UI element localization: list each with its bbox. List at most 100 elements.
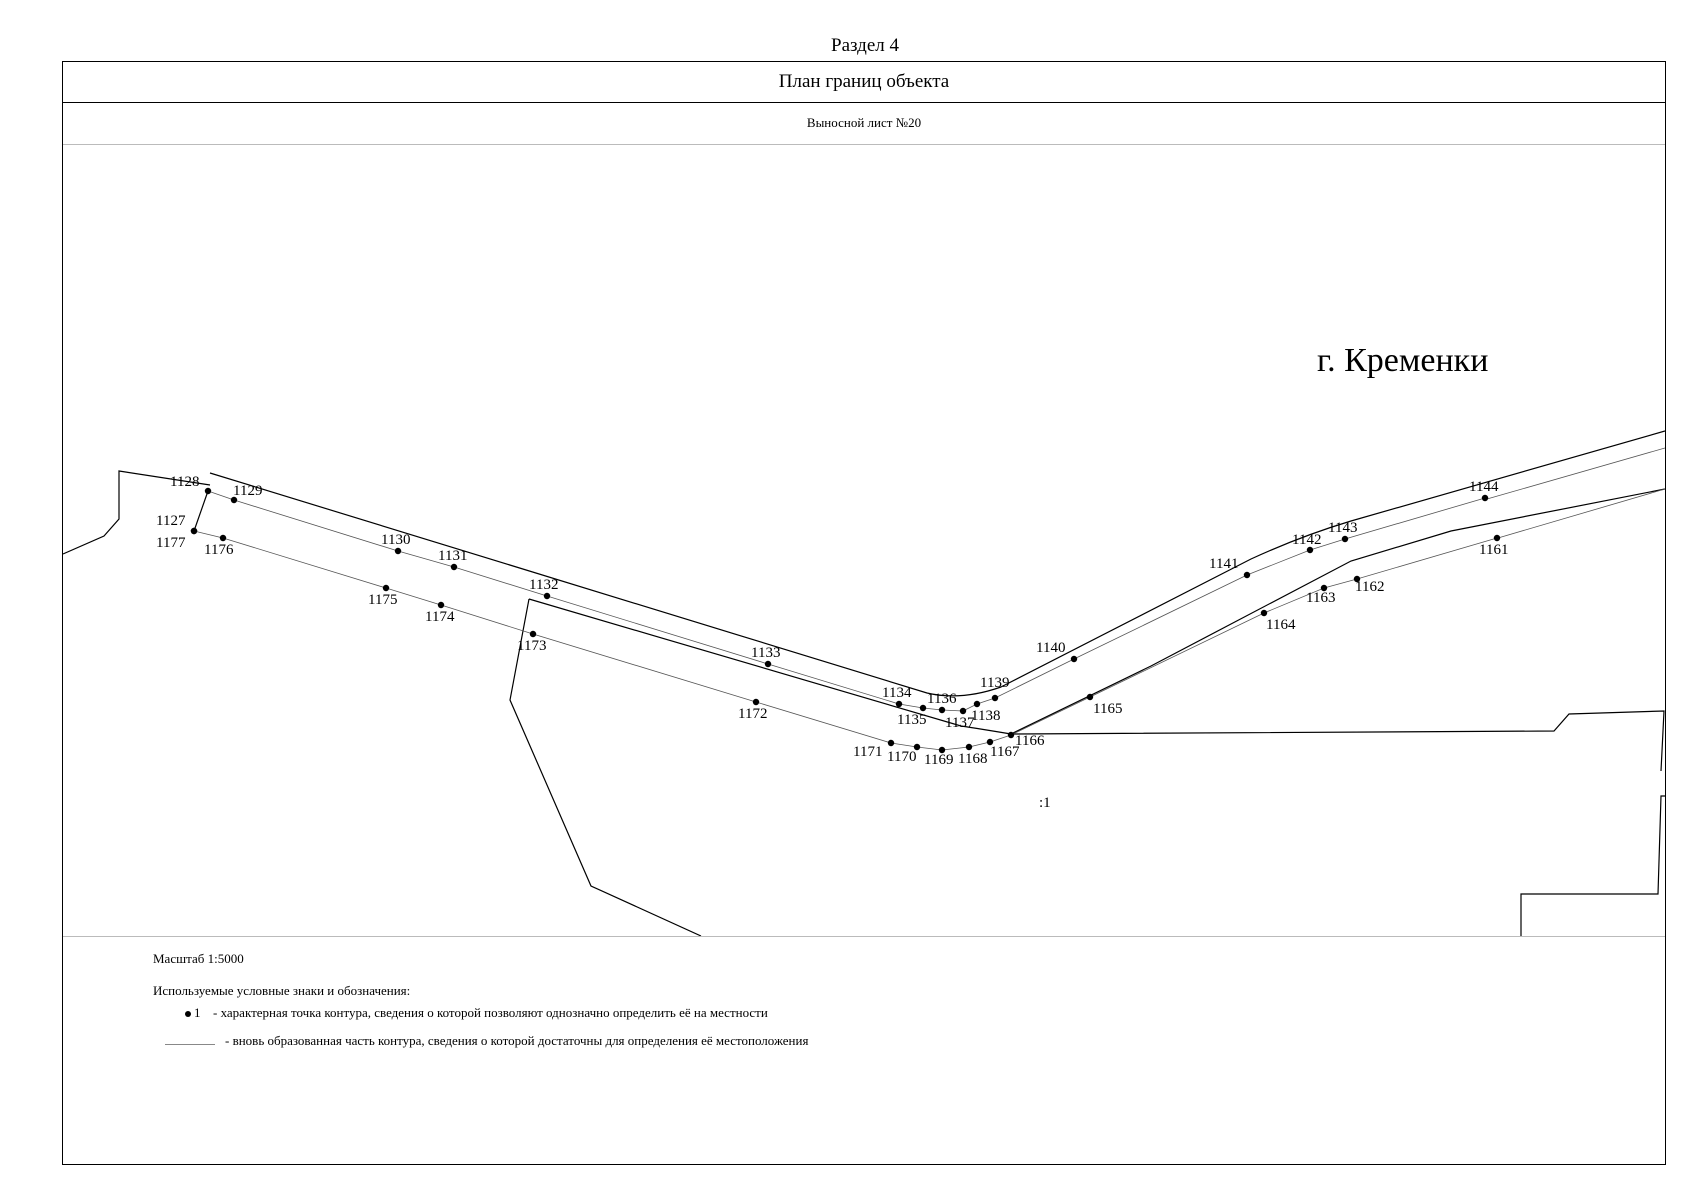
road-inner-boundary [528, 488, 1665, 735]
adjacent-parcel-left [63, 470, 211, 555]
legend-line-row: - вновь образованная часть контура, свед… [123, 1033, 825, 1049]
point-1139-dot [991, 694, 999, 702]
point-1174-dot [437, 601, 445, 609]
adjacent-parcel-right [1010, 710, 1665, 772]
point-1163-label: 1163 [1306, 590, 1335, 606]
road-outer-boundary [209, 430, 1665, 697]
sheet-frame: План границ объекта Выносной лист №20 г.… [62, 61, 1666, 1165]
point-1176-dot [219, 534, 227, 542]
sheet-number: Выносной лист №20 [63, 103, 1665, 145]
point-1171-label: 1171 [853, 744, 882, 760]
point-1162-label: 1162 [1355, 579, 1384, 595]
point-1167-label: 1167 [990, 744, 1020, 760]
boundary-map: г. Кременки :1 1127112811291130113111321… [63, 342, 1665, 936]
point-dot-icon [185, 1011, 191, 1018]
point-1134-dot [895, 700, 903, 708]
point-1136-dot [938, 706, 946, 714]
city-label: г. Кременки [1317, 342, 1488, 379]
point-1166-dot [1007, 731, 1015, 739]
point-1168-label: 1168 [958, 751, 987, 767]
new-contour-lower [193, 530, 1498, 751]
legend-line-description: - вновь образованная часть контура, свед… [225, 1033, 809, 1048]
contour-end-left [193, 490, 209, 532]
point-1133-dot [764, 660, 772, 668]
point-1141-dot [1243, 571, 1251, 579]
point-1138-label: 1138 [971, 708, 1000, 724]
legend-line-symbol [123, 1033, 225, 1049]
point-1144-dot [1481, 494, 1489, 502]
point-1130-dot [394, 547, 402, 555]
point-1177-dot [190, 527, 198, 535]
point-1168-dot [965, 743, 973, 751]
point-1143-label: 1143 [1328, 520, 1357, 536]
contour-end-upper-right [1486, 447, 1665, 500]
point-1173-label: 1173 [517, 638, 546, 654]
point-1127-label: 1127 [156, 513, 186, 529]
point-1135-dot [919, 704, 927, 712]
point-1169-dot [938, 746, 946, 754]
point-1172-label: 1172 [738, 706, 767, 722]
point-1144-label: 1144 [1469, 479, 1499, 495]
point-1137-dot [959, 707, 967, 715]
section-label: Раздел 4 [831, 35, 899, 56]
parcel-label: :1 [1039, 795, 1051, 811]
point-1135-label: 1135 [897, 712, 926, 728]
point-1128-dot [204, 487, 212, 495]
point-1136-label: 1136 [927, 691, 957, 707]
point-1170-label: 1170 [887, 749, 916, 765]
point-1129-label: 1129 [233, 483, 262, 499]
point-1170-dot [913, 743, 921, 751]
adjacent-parcel-center [509, 598, 702, 936]
point-1164-label: 1164 [1266, 617, 1296, 633]
legend-point-description: - характерная точка контура, сведения о … [213, 1005, 768, 1020]
point-1131-dot [450, 563, 458, 571]
point-1140-label: 1140 [1036, 640, 1065, 656]
point-1161-dot [1493, 534, 1501, 542]
point-1175-label: 1175 [368, 592, 397, 608]
point-1164-dot [1260, 609, 1268, 617]
scale-label: Масштаб 1:5000 [153, 951, 244, 966]
point-1140-dot [1070, 655, 1078, 663]
legend-point-symbol: 1 [123, 1005, 213, 1021]
point-1138-dot [973, 700, 981, 708]
point-1167-dot [986, 738, 994, 746]
legend-title: Используемые условные знаки и обозначени… [153, 983, 411, 998]
point-1131-label: 1131 [438, 548, 467, 564]
adjacent-parcel-corner [1520, 795, 1665, 936]
point-1161-label: 1161 [1479, 542, 1508, 558]
point-1177-label: 1177 [156, 535, 186, 551]
characteristic-points: 1127 1128 1129 1130 1131 1132 1133 1134 11351136… [156, 474, 1508, 768]
point-1142-dot [1306, 546, 1314, 554]
legend-area: Масштаб 1:5000 Используемые условные зна… [63, 936, 1665, 1165]
point-1132-label: 1132 [529, 577, 558, 593]
legend-point-row: 1 - характерная точка контура, сведения … [123, 1005, 1013, 1021]
plan-title: План границ объекта [63, 62, 1665, 103]
point-1172-dot [752, 698, 760, 706]
point-1142-label: 1142 [1292, 532, 1321, 548]
point-1132-dot [543, 592, 551, 600]
point-1133-label: 1133 [751, 645, 780, 661]
point-1175-dot [382, 584, 390, 592]
point-1134-label: 1134 [882, 685, 912, 701]
point-1166-label: 1166 [1015, 733, 1045, 749]
point-1139-label: 1139 [980, 675, 1009, 691]
point-1165-dot [1086, 693, 1094, 701]
point-1176-label: 1176 [204, 542, 234, 558]
point-1165-label: 1165 [1093, 701, 1122, 717]
contour-end-lower-right [1497, 488, 1665, 539]
legend-point-number: 1 [194, 1005, 201, 1020]
point-1173-dot [529, 630, 537, 638]
point-1128-label: 1128 [170, 474, 199, 490]
point-1162-dot [1353, 575, 1361, 583]
point-1163-dot [1320, 584, 1328, 592]
point-1129-dot [230, 496, 238, 504]
point-1169-label: 1169 [924, 752, 953, 768]
point-1174-label: 1174 [425, 609, 455, 625]
point-1137-label: 1137 [945, 715, 975, 731]
point-1130-label: 1130 [381, 532, 410, 548]
point-1143-dot [1341, 535, 1349, 543]
contour-line-icon [165, 1044, 215, 1045]
point-1141-label: 1141 [1209, 556, 1238, 572]
point-1171-dot [887, 739, 895, 747]
